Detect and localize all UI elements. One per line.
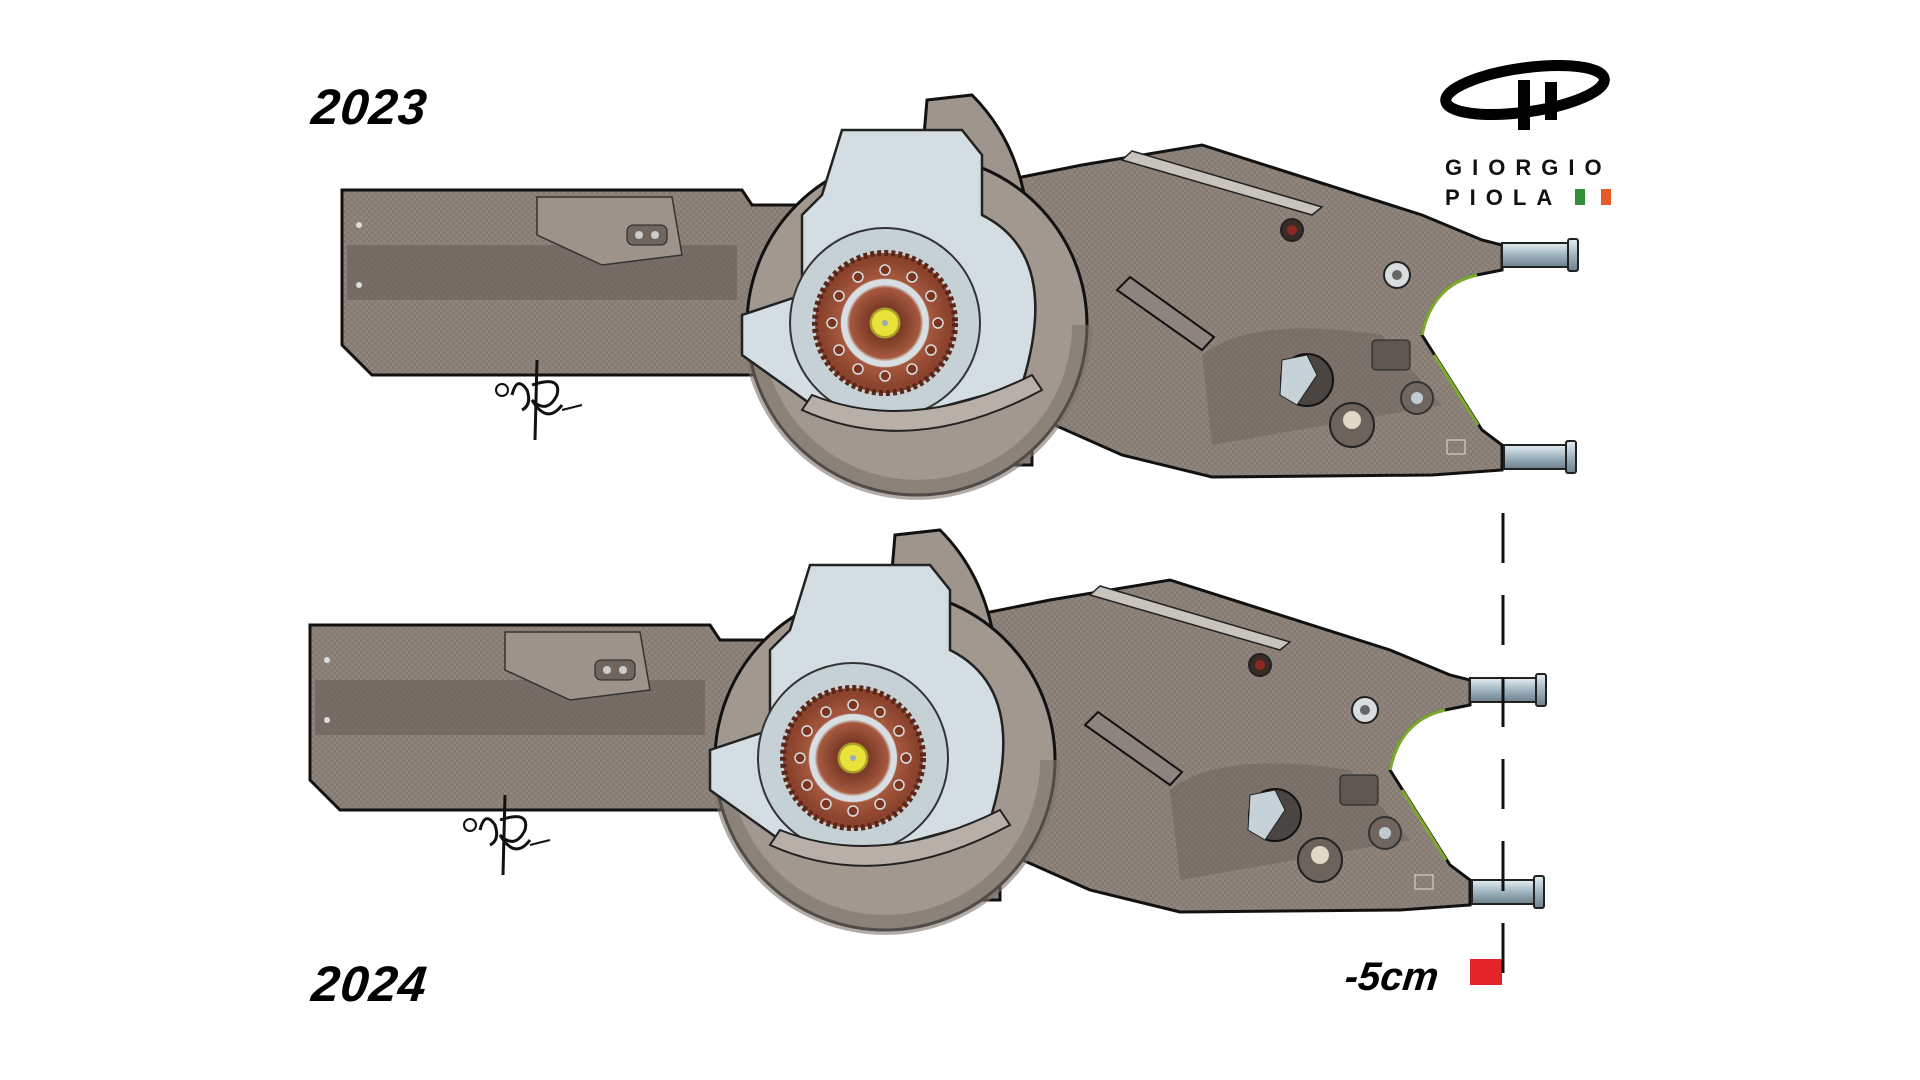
gp-logo-mark-icon [1440,60,1610,130]
logo-text-piola: PIOLA [1445,185,1563,210]
flag-white-bar [1588,189,1598,205]
logo-text-giorgio: GIORGIO [1445,155,1612,180]
flag-red-bar [1601,189,1611,205]
flag-green-bar [1575,189,1585,205]
offset-marker-red [1470,959,1502,985]
giorgio-piola-logo: GIORGIO PIOLA [1425,60,1625,220]
gearbox-2024-illustration [310,530,1546,935]
gearbox-2023-illustration [342,95,1578,500]
